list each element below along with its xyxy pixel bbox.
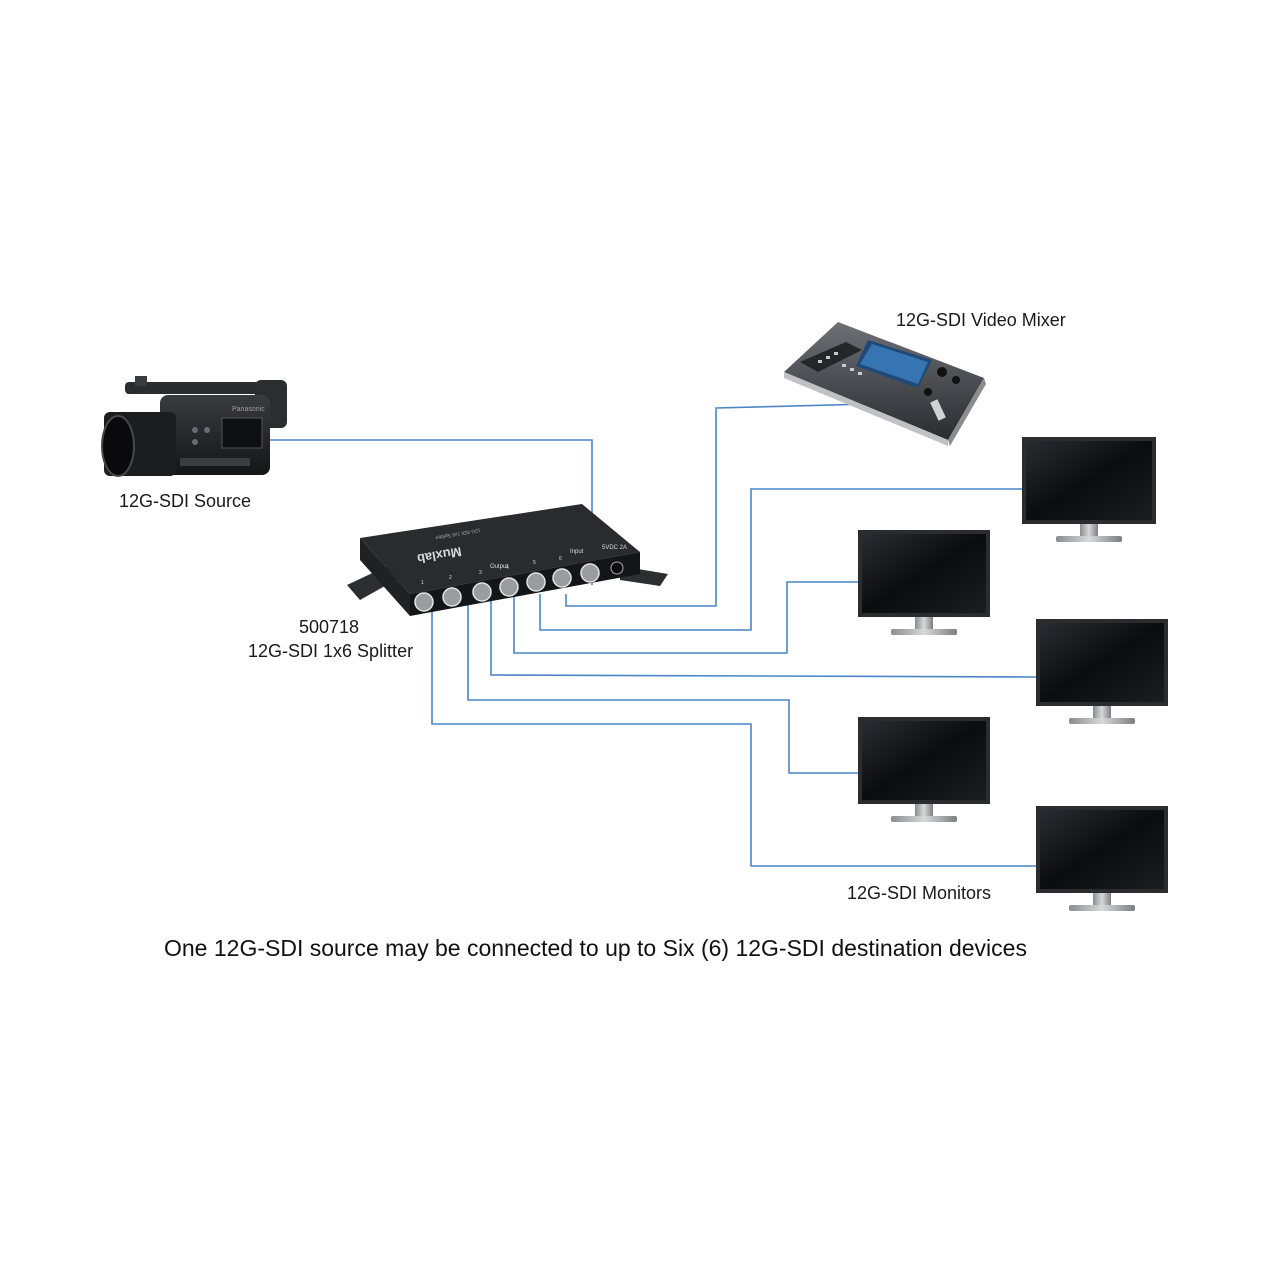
monitor-5 bbox=[1036, 806, 1168, 911]
port-number-5: 5 bbox=[533, 560, 536, 566]
monitor-screen bbox=[862, 721, 986, 800]
video-mixer-image bbox=[784, 322, 986, 446]
monitor-4 bbox=[858, 717, 990, 822]
cable-mixer bbox=[565, 403, 871, 607]
mixer-label: 12G-SDI Video Mixer bbox=[896, 310, 1066, 330]
bnc-port-out-1 bbox=[414, 592, 434, 612]
cable-monitor-5 bbox=[431, 604, 1036, 867]
monitor-screen bbox=[862, 534, 986, 613]
diagram-caption: One 12G-SDI source may be connected to u… bbox=[164, 935, 1027, 961]
monitor-screen bbox=[1026, 441, 1152, 520]
splitter-output-label: Output bbox=[490, 564, 508, 570]
power-jack bbox=[610, 561, 624, 575]
splitter-bnc-ports bbox=[414, 563, 600, 612]
bnc-port-out-5 bbox=[526, 572, 546, 592]
splitter-power-label: 5VDC 2A bbox=[602, 545, 627, 551]
camera-brand-text: Panasonic bbox=[232, 406, 265, 413]
camcorder-image: Panasonic bbox=[101, 376, 287, 477]
splitter-name-label: 12G-SDI 1x6 Splitter bbox=[248, 641, 414, 661]
port-number-4: 4 bbox=[506, 565, 509, 571]
source-label: 12G-SDI Source bbox=[119, 491, 252, 511]
port-number-3: 3 bbox=[479, 570, 482, 576]
bnc-port-out-3 bbox=[472, 582, 492, 602]
port-number-1: 1 bbox=[421, 580, 424, 586]
monitor-2 bbox=[858, 530, 990, 635]
splitter-input-label: Input bbox=[570, 549, 584, 555]
monitors-label: 12G-SDI Monitors bbox=[847, 883, 992, 903]
cable-monitor-1 bbox=[539, 488, 1022, 631]
cable-monitor-2 bbox=[513, 581, 858, 654]
monitor-1 bbox=[1022, 437, 1156, 542]
splitter-device-image: Muxlab 12G-SDI 1x6 Splitter Output Input… bbox=[347, 504, 668, 616]
cable-monitor-4 bbox=[467, 602, 858, 774]
bnc-port-out-6 bbox=[552, 568, 572, 588]
monitor-screen bbox=[1040, 623, 1164, 702]
port-number-2: 2 bbox=[449, 575, 452, 581]
monitor-3 bbox=[1036, 619, 1168, 724]
splitter-model-label: 500718 bbox=[299, 617, 360, 637]
cable-monitor-3 bbox=[490, 599, 1037, 678]
cables bbox=[268, 403, 1037, 867]
monitor-screen bbox=[1040, 810, 1164, 889]
bnc-port-out-4 bbox=[499, 577, 519, 597]
port-number-6: 6 bbox=[559, 556, 562, 562]
bnc-port-input bbox=[580, 563, 600, 583]
bnc-port-out-2 bbox=[442, 587, 462, 607]
